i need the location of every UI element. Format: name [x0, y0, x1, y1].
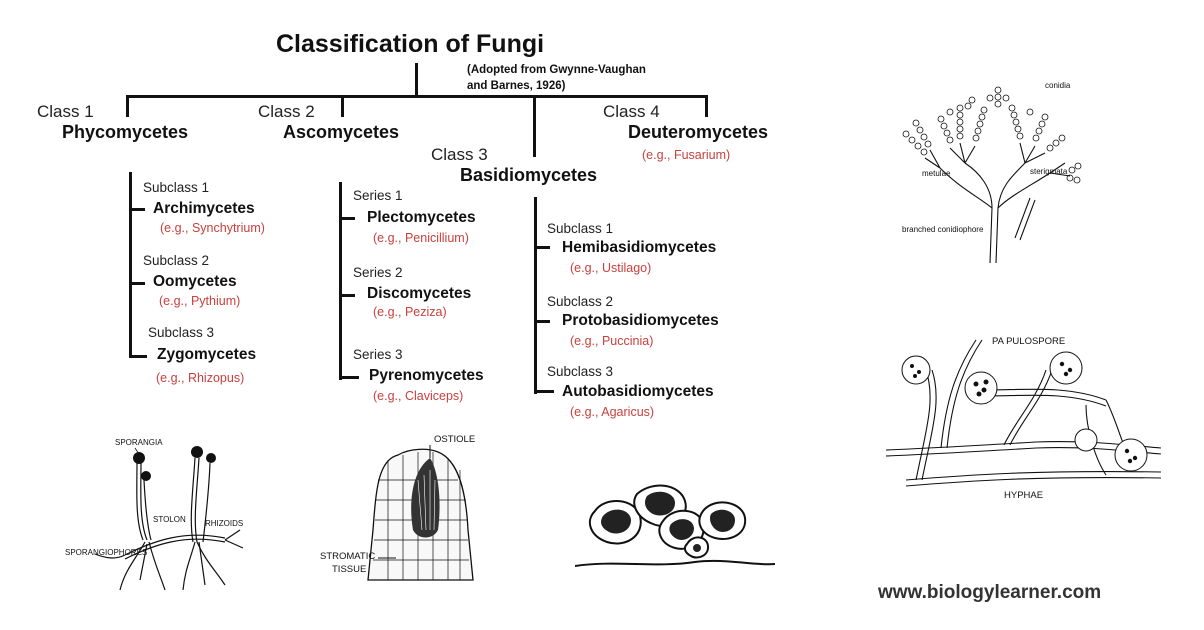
stolon-label: STOLON [153, 515, 186, 524]
class4-label: Class 4 [603, 102, 660, 121]
class2-drop [341, 95, 344, 117]
taxon-name: Pyrenomycetes [369, 367, 484, 384]
ostiole-label: OSTIOLE [434, 434, 475, 445]
metulae-label: metulae [922, 169, 951, 178]
taxon-name: Oomycetes [153, 273, 237, 290]
apothecia-illustration [575, 484, 775, 567]
class3-name: Basidiomycetes [460, 165, 598, 185]
subclass-label: Subclass 2 [143, 253, 210, 268]
taxon-example: (e.g., Puccinia) [570, 334, 654, 348]
taxon-name: Plectomycetes [367, 209, 476, 226]
rhizopus-illustration: SPORANGIA STOLON RHIZOIDS SPORANGIOPHORE… [65, 438, 244, 591]
sporangiophores-label: SPORANGIOPHORES [65, 548, 147, 557]
subclass-label: Subclass 1 [547, 221, 614, 236]
taxon-name: Archimycetes [153, 200, 255, 217]
page-title: Classification of Fungi [276, 30, 545, 58]
class2-subtree-line [339, 182, 342, 380]
sterigmata-label: sterigmata [1030, 167, 1068, 176]
papulospore-label: PA PULOSPORE [992, 336, 1065, 347]
taxon-name: Hemibasidiomycetes [562, 239, 717, 256]
conidiophore-label: branched conidiophore [902, 225, 984, 234]
series-label: Series 3 [353, 347, 403, 362]
stromatic-label: STROMATIC [320, 551, 375, 562]
conidia-label: conidia [1045, 81, 1071, 90]
taxon-example: (e.g., Peziza) [373, 305, 447, 319]
class4-name: Deuteromycetes [628, 122, 769, 142]
taxon-example: (e.g., Pythium) [159, 294, 241, 308]
class4-example: (e.g., Fusarium) [642, 148, 731, 162]
taxon-example: (e.g., Rhizopus) [156, 371, 245, 385]
class1-drop [126, 95, 129, 117]
class4-drop [705, 95, 708, 117]
tick [534, 320, 550, 323]
subclass-label: Subclass 1 [143, 180, 210, 195]
taxon-name: Zygomycetes [157, 346, 257, 363]
class1-subtree-line [129, 172, 132, 358]
perithecium-illustration: OSTIOLE STROMATIC TISSUE [320, 434, 475, 581]
taxon-example: (e.g., Agaricus) [570, 405, 655, 419]
main-bar [126, 95, 708, 98]
taxon-name: Discomycetes [367, 285, 472, 302]
taxon-name: Protobasidiomycetes [562, 312, 719, 329]
taxon-name: Autobasidiomycetes [562, 383, 714, 400]
tick [129, 282, 145, 285]
website-url: www.biologylearner.com [878, 582, 1102, 603]
taxon-example: (e.g., Ustilago) [570, 261, 652, 275]
tick [129, 355, 147, 358]
tick [339, 376, 359, 379]
tick [339, 217, 355, 220]
taxon-example: (e.g., Synchytrium) [160, 221, 265, 235]
class3-label: Class 3 [431, 145, 488, 164]
hyphae-label: HYPHAE [1004, 490, 1043, 501]
tick [534, 246, 550, 249]
subclass-label: Subclass 3 [547, 364, 614, 379]
class3-subtree-line [534, 197, 537, 394]
class2-name: Ascomycetes [283, 122, 400, 142]
taxon-example: (e.g., Claviceps) [373, 389, 464, 403]
source-note: (Adopted from Gwynne-Vaughan and Barnes,… [467, 64, 646, 92]
class1-label: Class 1 [37, 102, 94, 121]
taxon-example: (e.g., Penicillium) [373, 231, 469, 245]
class1-name: Phycomycetes [62, 122, 189, 142]
rhizoids-label: RHIZOIDS [205, 519, 243, 528]
class3-drop [533, 95, 536, 157]
sporangia-label: SPORANGIA [115, 438, 163, 447]
penicillium-illustration: conidia metulae sterigmata branched coni… [902, 81, 1082, 264]
subclass-label: Subclass 3 [148, 325, 215, 340]
series-label: Series 1 [353, 188, 403, 203]
root-stem [415, 63, 418, 96]
tick [339, 294, 355, 297]
papulospore-illustration: PA PULOSPORE HYPHAE [886, 336, 1161, 501]
series-label: Series 2 [353, 265, 403, 280]
class2-label: Class 2 [258, 102, 315, 121]
subclass-label: Subclass 2 [547, 294, 614, 309]
tick [534, 390, 554, 393]
tissue-label: TISSUE [332, 564, 366, 575]
tick [129, 208, 145, 211]
